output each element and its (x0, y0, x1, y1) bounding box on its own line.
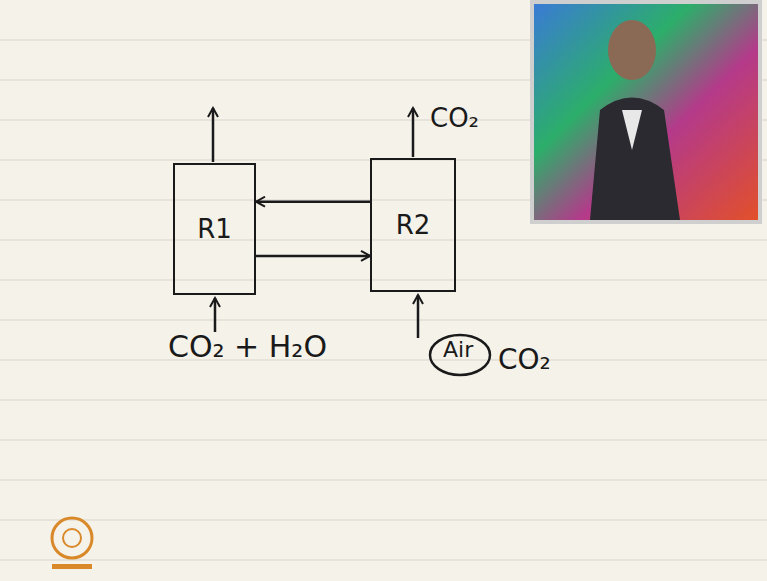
reactor-box: R2 (370, 158, 456, 292)
stream-label: CO₂ + H₂O (168, 330, 327, 363)
ruled-lines (0, 40, 767, 560)
logo (52, 518, 92, 569)
stream-label: Air (443, 338, 473, 362)
reactor-label: R1 (197, 215, 232, 244)
transfer-arrow (256, 200, 370, 203)
transfer-arrow (256, 255, 370, 258)
reactor-box: R1 (173, 163, 256, 295)
reactor-label: R2 (396, 211, 431, 240)
video-inset (530, 0, 762, 224)
stream-label: CO₂ (498, 345, 551, 376)
stream-label: CO₂ (430, 104, 479, 133)
